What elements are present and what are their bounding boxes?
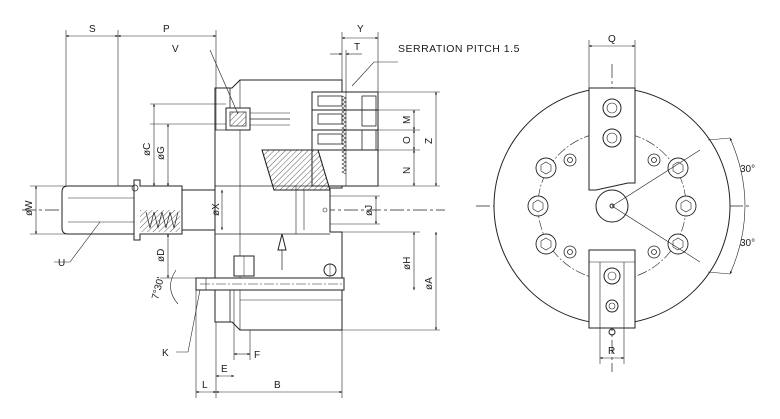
- front-view: [476, 40, 752, 372]
- dim-O: O: [402, 136, 413, 144]
- dim-S: S: [89, 24, 96, 35]
- dim-D: øD: [156, 249, 167, 262]
- dim-E: E: [221, 364, 228, 375]
- dim-Z: Z: [424, 138, 435, 144]
- dim-J: øJ: [364, 205, 375, 216]
- dimension-lines: [30, 30, 440, 398]
- dim-C: øC: [142, 143, 153, 156]
- angle-bottom: 30°: [740, 238, 755, 249]
- angle-top: 30°: [740, 164, 755, 175]
- dim-N: N: [402, 167, 413, 174]
- dim-K: K: [162, 348, 169, 359]
- dim-P: P: [163, 24, 170, 35]
- dim-X: øX: [211, 203, 222, 216]
- dim-V: V: [172, 44, 179, 55]
- side-section-view: [22, 79, 445, 331]
- dim-taper-angle: 7°30': [150, 276, 166, 301]
- dim-T: T: [354, 42, 360, 53]
- dim-A: øA: [424, 277, 435, 290]
- dimension-labels-front: Q R 30° 30°: [608, 34, 755, 357]
- dim-L: L: [202, 380, 208, 391]
- dim-W: øW: [24, 200, 35, 216]
- dim-H: øH: [402, 257, 413, 270]
- serration-note: SERRATION PITCH 1.5: [398, 43, 520, 55]
- dim-M: M: [402, 116, 413, 124]
- dim-G: øG: [156, 146, 167, 160]
- dim-R: R: [608, 346, 615, 357]
- dim-B: B: [274, 380, 281, 391]
- dim-U: U: [58, 258, 65, 269]
- dim-Y: Y: [357, 24, 364, 35]
- dim-F: F: [254, 350, 260, 361]
- dimension-labels-side: S P V Y T SERRATION PITCH 1.5 M O Z N øC…: [24, 24, 520, 391]
- dim-Q: Q: [608, 34, 616, 45]
